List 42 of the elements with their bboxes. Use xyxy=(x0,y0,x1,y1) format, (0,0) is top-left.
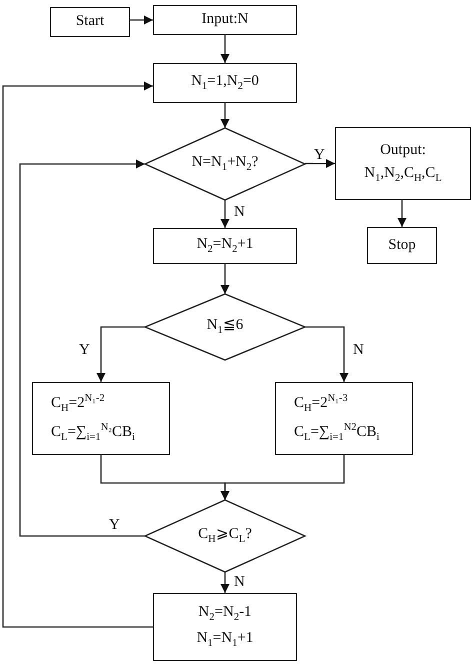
node-text: C$_{L}$=∑$_{i=1}$$^{N2}$CB$_{i}$ xyxy=(294,422,380,444)
arrow xyxy=(220,103,230,128)
arrow xyxy=(220,35,230,63)
arrow xyxy=(19,160,145,537)
arrow xyxy=(220,264,230,294)
node-text: N$_{2}$=N$_{2}$-1 xyxy=(198,604,252,624)
node-text: Input:N xyxy=(202,11,248,29)
process-box xyxy=(153,5,297,35)
node-text: N$_{1}$≦6 xyxy=(206,316,244,338)
node-text: Output: xyxy=(380,142,426,160)
node-text: C$_{H}$=2$^{N₁-2}$ xyxy=(51,393,105,416)
arrow xyxy=(220,455,345,500)
decision-diamond xyxy=(145,500,305,572)
process-box xyxy=(153,593,297,661)
terminal-box xyxy=(367,227,437,264)
process-box xyxy=(153,63,297,103)
edge-label: Y xyxy=(313,148,326,163)
arrow xyxy=(2,82,153,628)
arrow xyxy=(130,16,153,24)
process-box xyxy=(335,127,471,200)
terminal-box xyxy=(50,7,130,37)
node-text: N=N$_{1}$+N$_{2}$? xyxy=(192,154,258,174)
decision-diamond xyxy=(145,294,305,360)
node-text: N$_{1}$=1,N$_{2}$=0 xyxy=(191,72,259,94)
node-text: Stop xyxy=(388,236,416,254)
process-box xyxy=(275,382,413,455)
process-box xyxy=(32,382,170,455)
node-text: N$_{1}$=N$_{1}$+1 xyxy=(196,630,254,650)
decision-diamond xyxy=(145,128,305,200)
arrow xyxy=(398,200,406,227)
node-text: C$_{L}$=∑$_{i=1}$$^{N₂}$CB$_{i}$ xyxy=(51,422,135,444)
arrow xyxy=(220,572,230,593)
node-text: C$_{H}$⩾C$_{L}$? xyxy=(198,526,252,546)
process-box xyxy=(153,228,297,264)
node-text: N$_{2}$=N$_{2}$+1 xyxy=(196,236,254,256)
node-text: Start xyxy=(76,13,104,31)
node-text: N$_{1}$,N$_{2}$,C$_{H}$,C$_{L}$ xyxy=(364,165,442,186)
arrow xyxy=(305,159,335,168)
arrow xyxy=(220,200,230,228)
node-text: C$_{H}$=2$^{N₁-3}$ xyxy=(294,393,348,416)
arrow xyxy=(96,326,145,382)
arrow xyxy=(305,326,348,382)
